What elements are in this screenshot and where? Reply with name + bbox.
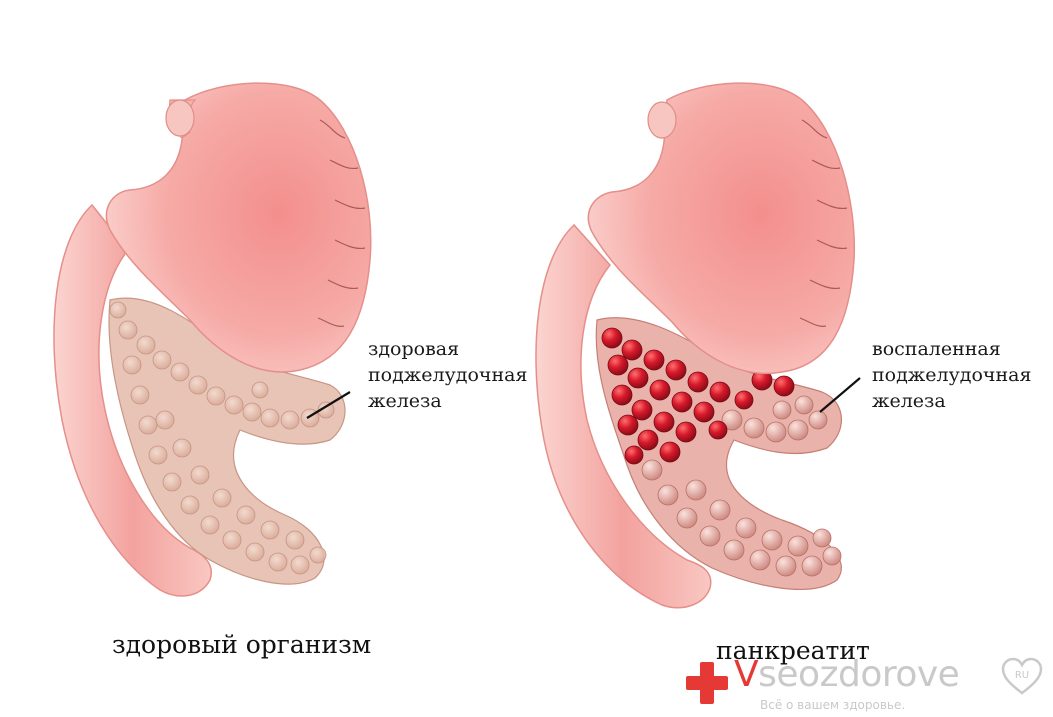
healthy-label-line-3: железа xyxy=(368,388,527,414)
inflamed-organs xyxy=(536,83,860,608)
watermark-tagline: Всё о вашем здоровье. xyxy=(760,698,905,712)
inflamed-label-line-2: поджелудочная xyxy=(872,362,1031,388)
healthy-label-line-2: поджелудочная xyxy=(368,362,527,388)
healthy-organs xyxy=(54,83,371,596)
inflamed-label-line-1: воспаленная xyxy=(872,336,1031,362)
healthy-pancreas-label: здоровая поджелудочная железа xyxy=(368,336,527,414)
inflamed-label-line-3: железа xyxy=(872,388,1031,414)
inflamed-pancreas-label: воспаленная поджелудочная железа xyxy=(872,336,1031,414)
heart-icon: RU xyxy=(1000,656,1044,696)
healthy-caption: здоровый организм xyxy=(112,630,371,659)
medical-cross-icon xyxy=(686,662,728,704)
watermark-logo: Vseozdorove Всё о вашем здоровье. RU xyxy=(682,648,1050,714)
watermark-brand: Vseozdorove xyxy=(734,654,959,695)
healthy-label-line-1: здоровая xyxy=(368,336,527,362)
watermark-badge: RU xyxy=(1015,670,1029,681)
